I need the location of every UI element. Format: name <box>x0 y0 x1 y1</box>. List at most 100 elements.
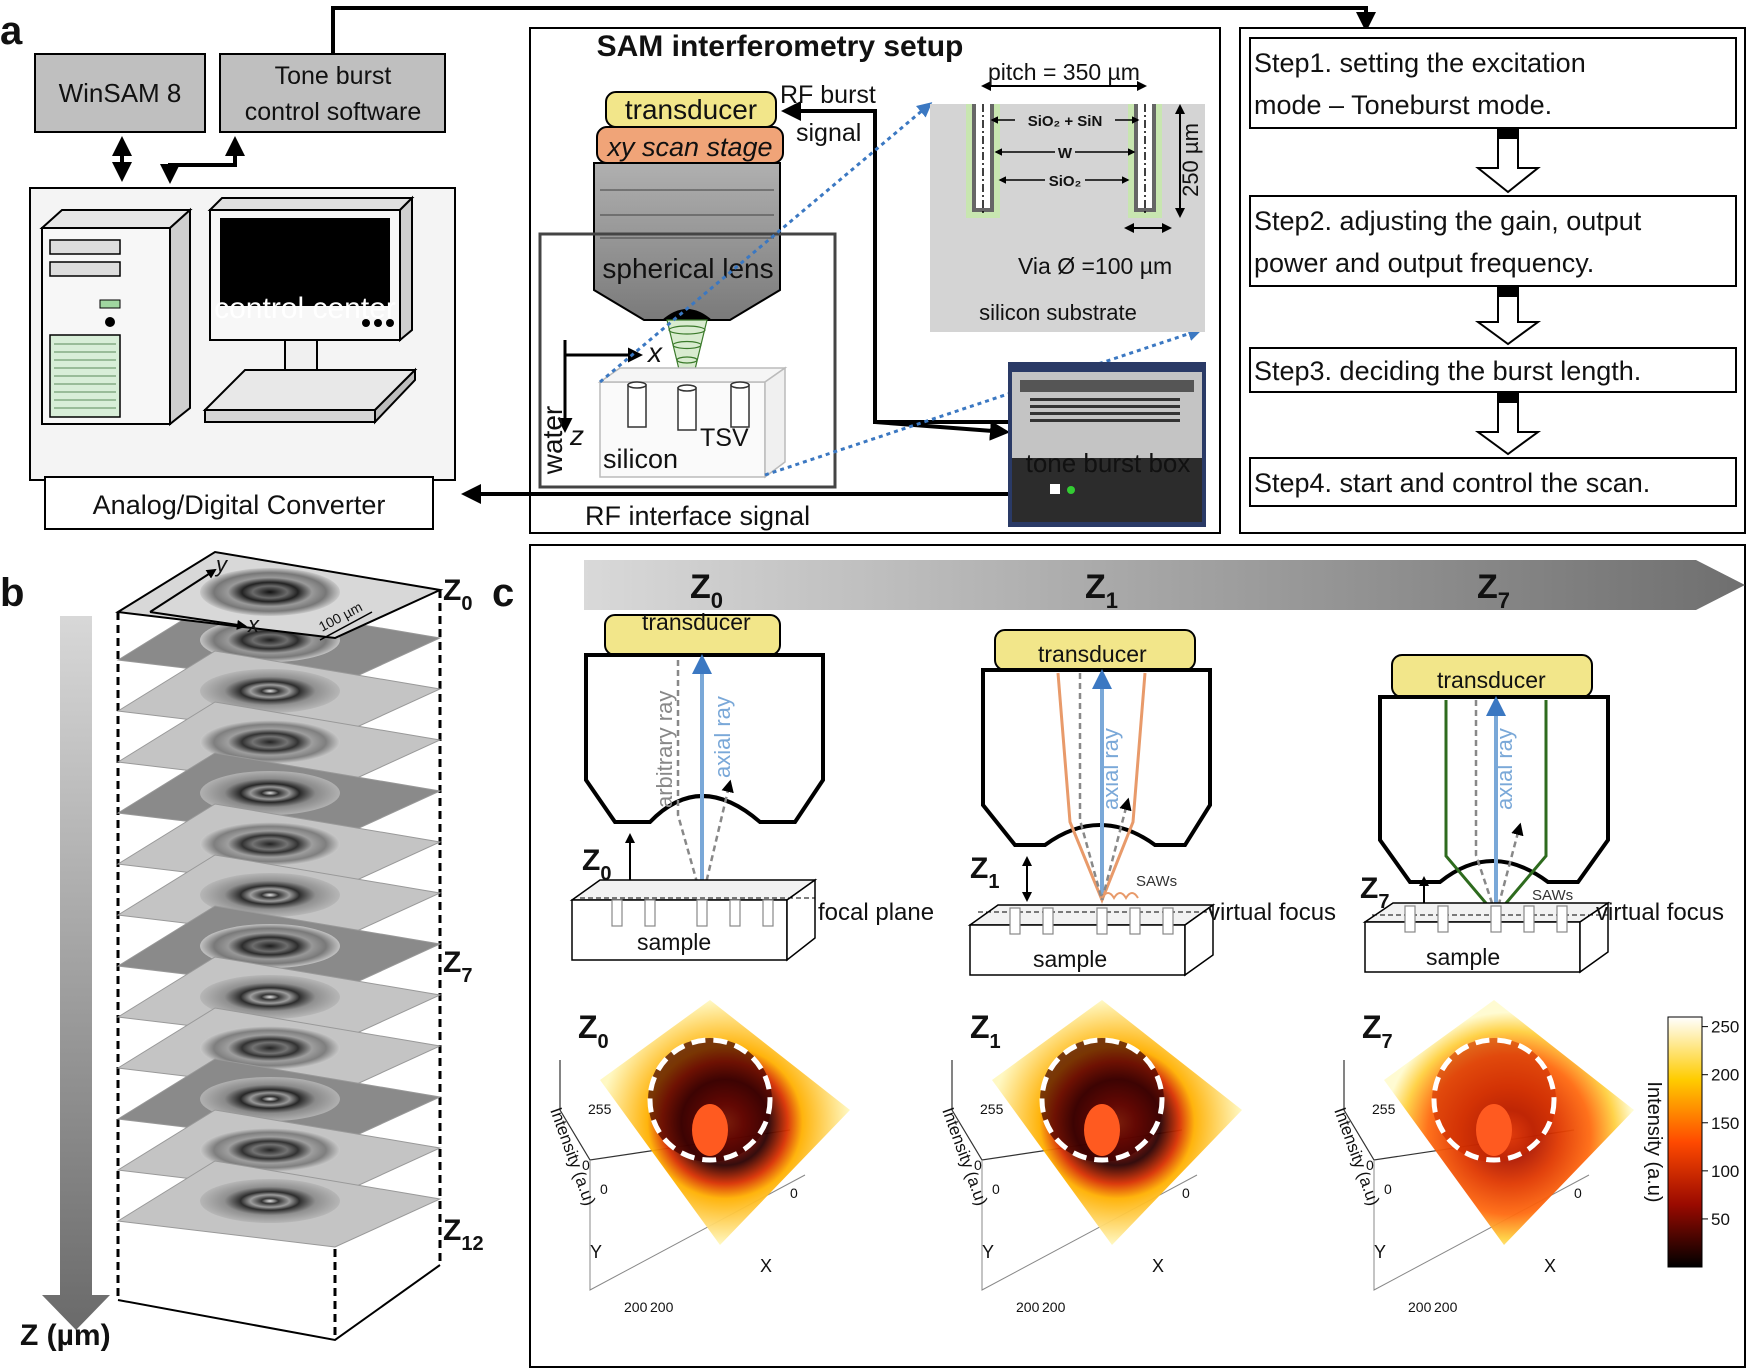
setup-transducer-label: transducer <box>625 94 757 125</box>
step3-box <box>1249 347 1737 393</box>
lens-cavity <box>662 309 712 320</box>
rf-burst-arrow <box>781 101 1008 424</box>
plot-x-label: X <box>1152 1256 1164 1276</box>
tone-software-line2: control software <box>245 98 421 126</box>
arrow-z1: Z1 <box>1085 568 1118 613</box>
plot-tick-255: 255 <box>980 1101 1004 1117</box>
pc-monitor <box>202 195 418 425</box>
plot-tick-0: 0 <box>1384 1181 1392 1197</box>
via-label: Via Ø =100 µm <box>1018 253 1172 279</box>
plot-tick-200: 200 <box>1408 1299 1432 1315</box>
panel-label-b: b <box>0 571 24 615</box>
sio2-bg <box>1045 170 1085 188</box>
plot-tick-200: 200 <box>1434 1299 1458 1315</box>
slice-x-axis <box>149 611 247 630</box>
arrow-z7: Z7 <box>1477 568 1510 613</box>
step1-line1: Step1. setting the excitation <box>1254 48 1586 78</box>
plot-title: Z1 <box>970 1009 1001 1053</box>
plot-tick-0: 0 <box>600 1181 608 1197</box>
plot-tick-0: 0 <box>1574 1185 1582 1201</box>
step1-line2: mode – Toneburst mode. <box>1254 90 1552 120</box>
spherical-lens <box>593 162 781 321</box>
plot-title: Z7 <box>1362 1009 1393 1053</box>
scan-stage-label: xy scan stage <box>605 132 772 162</box>
software-link-arrow <box>160 136 245 184</box>
setup-z-label: z <box>569 420 584 451</box>
setup-title: SAM interferometry setup <box>597 30 964 63</box>
pc-tower <box>39 207 193 427</box>
step2-box <box>1249 195 1737 287</box>
control-center-label: control center <box>214 292 396 325</box>
focal-plane-label: focal plane <box>818 899 934 926</box>
adc-label: Analog/Digital Converter <box>93 490 386 520</box>
scale-bar <box>319 611 373 641</box>
plot-y-label: Y <box>590 1242 602 1262</box>
progress-arrow <box>584 560 1745 610</box>
gap-z7: Z7 <box>1360 872 1389 913</box>
top-slice-pattern <box>200 568 340 616</box>
rf-interface-label: RF interface signal <box>585 501 810 531</box>
plot-tick-200: 200 <box>624 1299 648 1315</box>
plot-tick-200: 200 <box>1016 1299 1040 1315</box>
tone-software-box <box>219 53 446 133</box>
step1-box <box>1249 37 1737 129</box>
adc-box <box>44 476 434 530</box>
step2-line1: Step2. adjusting the gain, output <box>1254 206 1642 236</box>
step2-line2: power and output frequency. <box>1254 248 1594 278</box>
sio2sin-bg <box>1015 110 1115 130</box>
plot-tick-0: 0 <box>582 1157 590 1173</box>
rf-burst-label2: signal <box>796 119 861 147</box>
saws-label-z1: SAWs <box>1136 873 1177 890</box>
sample-label-z1: sample <box>1033 946 1107 972</box>
colorbar-tick: 100 <box>1711 1162 1739 1181</box>
winsam-label: WinSAM 8 <box>59 78 182 108</box>
image-slice <box>116 1160 442 1248</box>
plot-x-label: X <box>1544 1256 1556 1276</box>
step3-line1: Step3. deciding the burst length. <box>1254 356 1641 386</box>
plot-x-label: X <box>760 1256 772 1276</box>
virtual-focus-label-z1: virtual focus <box>1208 899 1336 926</box>
w-bg <box>1055 142 1075 160</box>
plot-tick-255: 255 <box>588 1101 612 1117</box>
pitch-label: pitch = 350 µm <box>988 59 1140 85</box>
colorbar <box>1667 1016 1703 1268</box>
lens-lines <box>600 189 774 239</box>
axial-ray-label-z7: axial ray <box>1492 728 1517 810</box>
gap-z1: Z1 <box>970 852 999 893</box>
plot-tick-200: 200 <box>650 1299 674 1315</box>
step4-box <box>1249 457 1737 507</box>
colorbar-label: Intensity (a.u) <box>1643 1081 1665 1202</box>
stack-base <box>117 1264 441 1342</box>
surface-plot <box>951 1000 1242 1291</box>
plot-tick-0: 0 <box>1182 1185 1190 1201</box>
plot-y-label: Y <box>982 1242 994 1262</box>
tsv-via-left <box>966 104 1000 218</box>
transducer-label-z1: transducer <box>1038 641 1147 667</box>
lens-diagram-z0 <box>569 614 825 962</box>
rf-to-box-arrow <box>874 420 1010 441</box>
slice-y-label: y <box>214 552 229 577</box>
silicon-label: silicon <box>603 444 678 474</box>
axial-ray-label-z1: axial ray <box>1098 728 1123 810</box>
plot-tick-0: 0 <box>1366 1157 1374 1173</box>
step4-line1: Step4. start and control the scan. <box>1254 468 1650 498</box>
sio2sin-label: SiO₂ + SiN <box>1028 113 1103 130</box>
axial-ray-label-z0: axial ray <box>710 696 735 778</box>
lens-diagram-z1 <box>967 629 1216 977</box>
tone-software-line1: Tone burst <box>275 62 392 90</box>
surface-plot <box>559 1000 850 1291</box>
stack-z0-label: Z0 <box>443 574 472 615</box>
arbitrary-ray-label: arbitrary ray <box>652 691 677 808</box>
plot-title: Z0 <box>578 1009 609 1053</box>
transducer-label-z7: transducer <box>1437 667 1546 693</box>
panel-c: c Z0 Z1 Z7 transducer arbitrary ray <box>492 544 1746 1368</box>
z-axis-label: Z (µm) <box>20 1319 111 1352</box>
stack-z7-label: Z7 <box>443 946 472 987</box>
setup-x-label: x <box>646 337 663 368</box>
colorbar-tick: 200 <box>1711 1066 1739 1085</box>
spherical-lens-label: spherical lens <box>602 253 773 284</box>
tsv-label: TSV <box>700 424 749 452</box>
virtual-focus-label-z7: virtual focus <box>1596 899 1724 926</box>
tone-box-label: tone burst box <box>1026 448 1191 478</box>
